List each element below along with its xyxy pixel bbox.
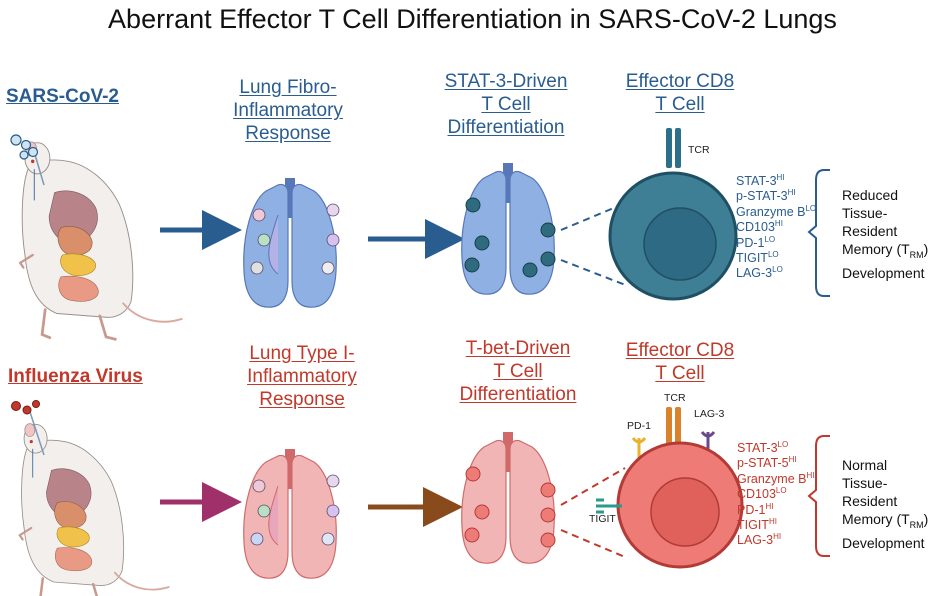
- sars-mouse-illustration: [10, 134, 184, 341]
- marker-item: STAT-3LO: [737, 440, 789, 456]
- marker-item: CD103HI: [736, 219, 783, 235]
- marker-item: Granzyme BHI: [737, 470, 815, 486]
- influenza-virus-label: Influenza Virus: [8, 366, 143, 387]
- sars-response-heading: Lung Fibro- Inflammatory Response: [233, 77, 343, 144]
- flu-pd1-label: PD-1: [627, 420, 651, 432]
- marker-item: TIGITLO: [736, 250, 779, 266]
- flu-lag3-label: LAG-3: [694, 408, 725, 420]
- marker-item: LAG-3HI: [737, 532, 782, 548]
- flu-outcome-text: Normal Tissue- Resident Memory (TRM) Dev…: [842, 457, 929, 551]
- sars-marker-list: STAT-3HI p-STAT-3HI Granzyme BLO CD103HI…: [736, 174, 816, 282]
- flu-zoom-line-top: [560, 467, 626, 506]
- flu-differentiation-heading: T-bet-Driven T Cell Differentiation: [459, 338, 577, 405]
- marker-item: STAT-3HI: [736, 173, 785, 189]
- marker-item: TIGITHI: [737, 517, 777, 533]
- sars-differentiation-heading: STAT-3-Driven T Cell Differentiation: [444, 71, 568, 138]
- marker-item: PD-1LO: [736, 234, 776, 250]
- figure-title: Aberrant Effector T Cell Differentiation…: [108, 4, 837, 34]
- flu-tigit-label: TIGIT: [589, 513, 616, 525]
- marker-item: LAG-3LO: [736, 265, 783, 281]
- marker-item: p-STAT-5HI: [737, 455, 797, 471]
- flu-bracket: [807, 435, 830, 557]
- flu-tcr-label: TCR: [664, 392, 686, 404]
- sars-bracket: [807, 169, 830, 297]
- flu-differentiation-lung: [461, 432, 556, 564]
- flu-mouse-illustration: [11, 400, 171, 596]
- sars-effector-cd8-cell: [608, 128, 738, 301]
- sars-inflamed-lung: [243, 178, 340, 308]
- sars-differentiation-lung: [461, 163, 556, 295]
- flu-marker-list: STAT-3LO p-STAT-5HI Granzyme BHI CD103LO…: [737, 441, 814, 549]
- flu-inflamed-lung: [243, 449, 340, 579]
- marker-item: CD103LO: [737, 486, 787, 502]
- sars-outcome-text: Reduced Tissue- Resident Memory (TRM) De…: [842, 187, 929, 281]
- flu-effector-heading: Effector CD8 T Cell: [625, 340, 735, 384]
- sars-effector-heading: Effector CD8 T Cell: [625, 71, 735, 115]
- flu-zoom-line-bottom: [560, 529, 626, 558]
- marker-item: Granzyme BLO: [736, 203, 817, 219]
- sars-cov-2-label: SARS-CoV-2: [6, 86, 119, 107]
- sars-tcr-label: TCR: [688, 144, 710, 156]
- flu-effector-cd8-cell: [596, 407, 744, 569]
- marker-item: PD-1HI: [737, 501, 774, 517]
- marker-item: p-STAT-3HI: [736, 188, 796, 204]
- flu-response-heading: Lung Type I- Inflammatory Response: [247, 343, 357, 410]
